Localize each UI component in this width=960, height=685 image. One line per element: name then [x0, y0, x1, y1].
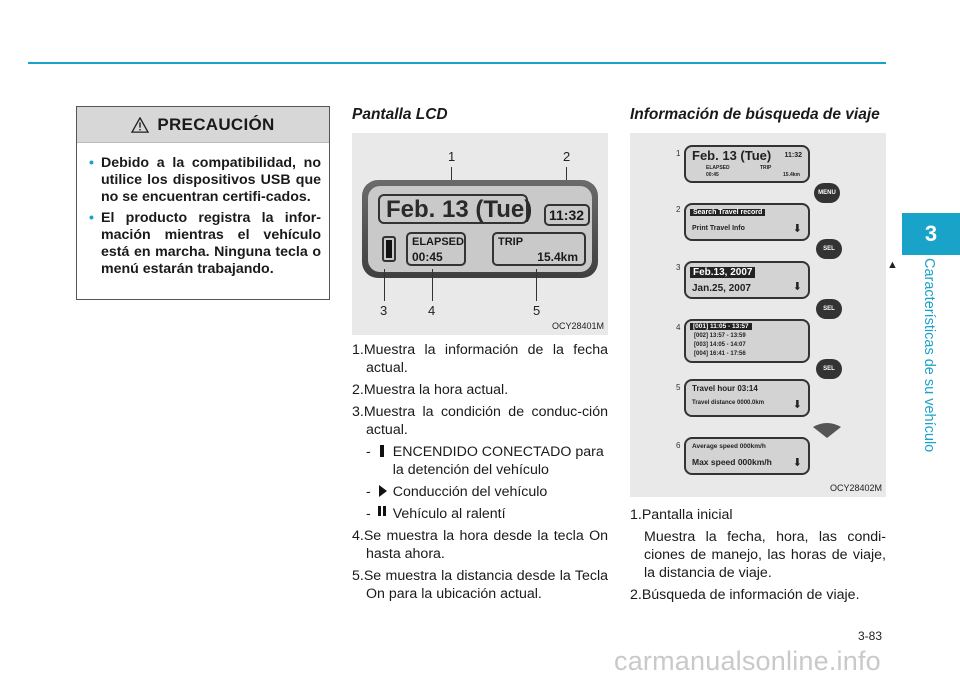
- lcd-figure: 1 2 Feb. 13 (Tue) 11:32 ELAPSED 00:45 TR…: [352, 133, 608, 335]
- chapter-tab: 3: [902, 213, 960, 255]
- lcd-time-box: 11:32: [544, 204, 590, 226]
- lcd-date: Feb. 13 (Tue): [386, 196, 533, 223]
- caution-item: •Debido a la compatibilidad, no utilice …: [89, 155, 321, 205]
- lcd-list: 1.Muestra la información de la fecha act…: [352, 341, 608, 607]
- watermark: carmanualsonline.info: [614, 646, 881, 676]
- callout-line: [536, 269, 537, 301]
- callout-line: [432, 269, 433, 301]
- step-number: 3: [676, 263, 681, 272]
- callout-line: [384, 269, 385, 301]
- sel-button[interactable]: SEL: [816, 359, 842, 379]
- bullet-icon: •: [89, 210, 94, 226]
- figure-code: OCY28402M: [829, 483, 882, 493]
- list-item: 5.Se muestra la distancia desde la Tecla…: [352, 568, 608, 602]
- lcd-heading: Pantalla LCD: [352, 106, 448, 123]
- sub-item: - ENCENDIDO CONECTADO para la detención …: [366, 444, 604, 478]
- down-arrow-icon: ⬇: [792, 223, 802, 235]
- screen-dates: Feb.13, 2007 Jan.25, 2007 ⬇: [684, 261, 810, 299]
- caution-header: PRECAUCIÓN: [77, 107, 329, 143]
- list-item: 2.Búsqueda de información de viaje.: [630, 587, 860, 603]
- idle-icon: [377, 506, 386, 516]
- step-number: 4: [676, 323, 681, 332]
- engine-on-stop-icon: [379, 445, 384, 457]
- callout-2: 2: [563, 149, 571, 164]
- step-number: 1: [676, 149, 681, 158]
- lcd-screen: Feb. 13 (Tue) 11:32 ELAPSED 00:45 TRIP 1…: [368, 186, 592, 272]
- triangle-up-icon: ▲: [887, 259, 898, 271]
- menu-button[interactable]: MENU: [814, 183, 840, 203]
- figure-code: OCY28401M: [551, 321, 604, 331]
- elapsed-label: ELAPSED: [412, 236, 464, 248]
- trip-label: TRIP: [498, 236, 524, 248]
- callout-1: 1: [448, 149, 456, 164]
- dash: -: [366, 484, 371, 500]
- lcd-time: 11:32: [549, 207, 585, 223]
- elapsed-value: 00:45: [412, 250, 443, 264]
- info-heading: Información de búsqueda de viaje: [630, 106, 880, 123]
- scroll-down-button[interactable]: [812, 421, 842, 439]
- sub-item: - Vehículo al ralentí: [366, 506, 506, 522]
- screen-menu: Search Travel record Print Travel Info ⬇: [684, 203, 810, 241]
- list-item: 2.Muestra la hora actual.: [352, 382, 509, 398]
- list-item: 1.Muestra la información de la fecha act…: [352, 342, 608, 376]
- screen-records: [001] 11:05 - 13:57 [002] 13:57 - 13:59 …: [684, 319, 810, 363]
- down-arrow-icon: ⬇: [792, 399, 802, 411]
- caution-title: PRECAUCIÓN: [157, 114, 275, 134]
- lcd-date-box: Feb. 13 (Tue): [378, 194, 532, 224]
- screen-travel: Travel hour 03:14 Travel distance 0000.0…: [684, 379, 810, 417]
- screen-initial: Feb. 13 (Tue) 11:32 ELAPSED 00:45 TRIP 1…: [684, 145, 810, 183]
- list-item: 4.Se muestra la hora desde la tecla On h…: [352, 528, 608, 562]
- sel-button[interactable]: SEL: [816, 299, 842, 319]
- caution-list: •Debido a la compatibilidad, no utilice …: [77, 143, 329, 278]
- callout-4: 4: [428, 303, 436, 318]
- page-number: 3-83: [858, 629, 883, 643]
- step-number: 6: [676, 441, 681, 450]
- driving-icon: [378, 485, 387, 497]
- bullet-icon: •: [89, 155, 94, 171]
- dash: -: [366, 506, 371, 522]
- sub-item: - Conducción del vehículo: [366, 484, 548, 500]
- list-item: 1.Pantalla inicial: [630, 507, 733, 523]
- caution-item: •El producto registra la infor-mación mi…: [89, 210, 321, 277]
- chapter-title: Características de su vehículo: [921, 258, 937, 453]
- caution-box: PRECAUCIÓN •Debido a la compatibilidad, …: [76, 106, 330, 300]
- lcd-trip-box: TRIP 15.4km: [492, 232, 586, 266]
- driving-condition-icon: [382, 236, 396, 262]
- list-item: 3.Muestra la condición de conduc-ción ac…: [352, 404, 608, 438]
- down-arrow-icon: ⬇: [792, 457, 802, 469]
- top-rule: [28, 62, 886, 64]
- callout-5: 5: [533, 303, 541, 318]
- sel-button[interactable]: SEL: [816, 239, 842, 259]
- dash: -: [366, 444, 371, 460]
- down-arrow-icon: ⬇: [792, 281, 802, 293]
- lcd-elapsed-box: ELAPSED 00:45: [406, 232, 466, 266]
- info-list: 1.Pantalla inicial Muestra la fecha, hor…: [630, 506, 886, 608]
- screen-speed: Average speed 000km/h Max speed 000km/h …: [684, 437, 810, 475]
- lcd-display: Feb. 13 (Tue) 11:32 ELAPSED 00:45 TRIP 1…: [362, 180, 598, 278]
- trip-value: 15.4km: [537, 250, 578, 264]
- step-number: 5: [676, 383, 681, 392]
- travel-info-figure: 1 Feb. 13 (Tue) 11:32 ELAPSED 00:45 TRIP…: [630, 133, 886, 497]
- warning-icon: [131, 116, 150, 133]
- callout-3: 3: [380, 303, 388, 318]
- step-number: 2: [676, 205, 681, 214]
- list-item-detail: Muestra la fecha, hora, las condi-ciones…: [644, 529, 886, 581]
